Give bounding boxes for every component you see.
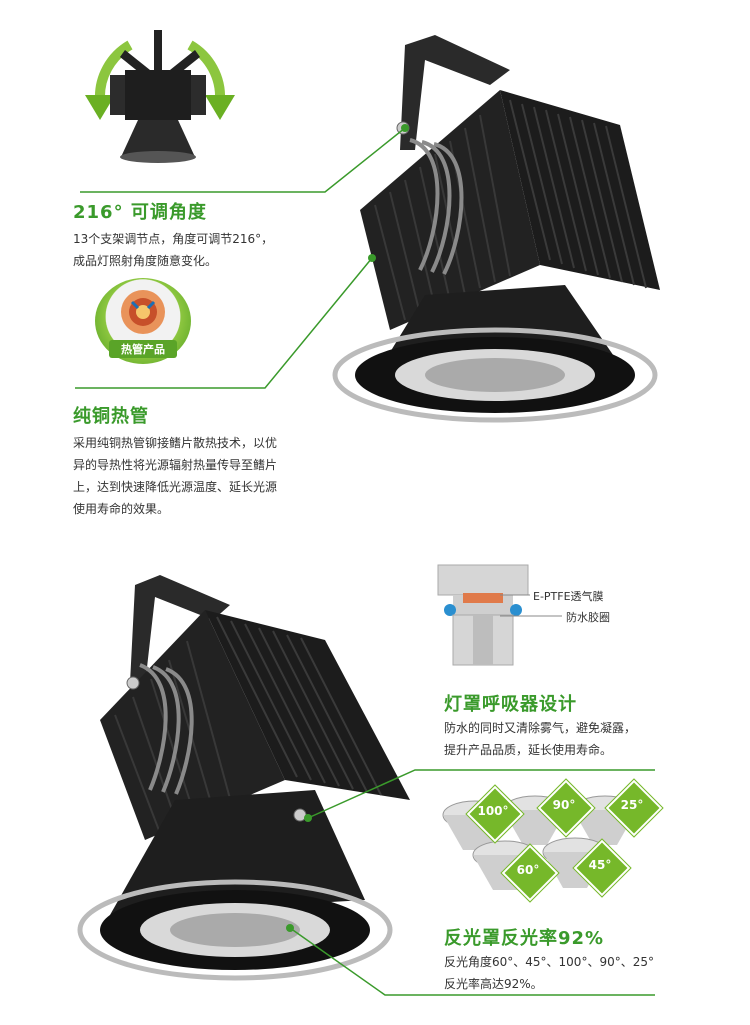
angle-badge-90-label: 90° [552, 798, 576, 812]
breather-title: 灯罩呼吸器设计 [444, 694, 577, 715]
breather-cutaway [437, 564, 529, 666]
heatpipe-product-badge: 热管产品 [95, 278, 191, 364]
angle-badge-60-label: 60° [516, 863, 540, 877]
angle-badge-25: 25° [605, 779, 663, 837]
breather-desc-line1: 防水的同时又清除雾气，避免凝露， [444, 721, 637, 735]
section2-desc: 采用纯铜热管铆接鳍片散热技术，以优 异的导热性将光源辐射热量传导至鳍片 上，达到… [73, 432, 277, 520]
section1-desc: 13个支架调节点，角度可调节216°， 成品灯照射角度随意变化。 [73, 228, 273, 272]
breather-desc: 防水的同时又清除雾气，避免凝露， 提升产品品质，延长使用寿命。 [444, 717, 636, 761]
reflector-desc: 反光角度60°、45°、100°、90°、25° 反光率高达92%。 [444, 951, 654, 995]
angle-badge-90: 90° [537, 779, 595, 837]
reflector-title: 反光罩反光率92% [444, 928, 605, 949]
angle-badge-100: 100° [466, 785, 524, 843]
section2-desc-line3: 上，达到快速降低光源温度、延长光源 [73, 480, 278, 494]
angle-badge-25-label: 25° [620, 798, 644, 812]
leader-lines-bottom [286, 769, 655, 996]
section2-desc-line4: 使用寿命的效果。 [73, 502, 170, 516]
section2-title: 纯铜热管 [73, 406, 149, 427]
angle-badge-100-label: 100° [477, 804, 509, 818]
high-bay-lamp-top [332, 35, 660, 423]
section1-desc-line1: 13个支架调节点，角度可调节216°， [73, 232, 274, 246]
heatpipe-badge-label: 热管产品 [109, 340, 177, 358]
section2-desc-line1: 采用纯铜热管铆接鳍片散热技术，以优 [73, 436, 278, 450]
angle-badge-60: 60° [501, 844, 559, 902]
heatpipe-icon [121, 290, 165, 334]
breather-desc-line2: 提升产品品质，延长使用寿命。 [444, 743, 613, 757]
breather-leader-lines [500, 594, 562, 617]
ptfe-membrane-label: E-PTFE透气膜 [533, 590, 604, 603]
section1-desc-line2: 成品灯照射角度随意变化。 [73, 254, 218, 268]
section1-title: 216° 可调角度 [73, 202, 207, 223]
reflector-desc-line1: 反光角度60°、45°、100°、90°、25° [444, 955, 654, 969]
reflector-desc-line2: 反光率高达92%。 [444, 977, 543, 991]
waterproof-ring-label: 防水胶圈 [566, 611, 610, 624]
angle-badge-45-label: 45° [588, 858, 612, 872]
angle-badge-45: 45° [573, 839, 631, 897]
high-bay-lamp-bottom [77, 575, 410, 981]
section2-desc-line2: 异的导热性将光源辐射热量传导至鳍片 [73, 458, 278, 472]
leader-lines-top [75, 124, 409, 389]
rotation-illustration [85, 30, 235, 163]
